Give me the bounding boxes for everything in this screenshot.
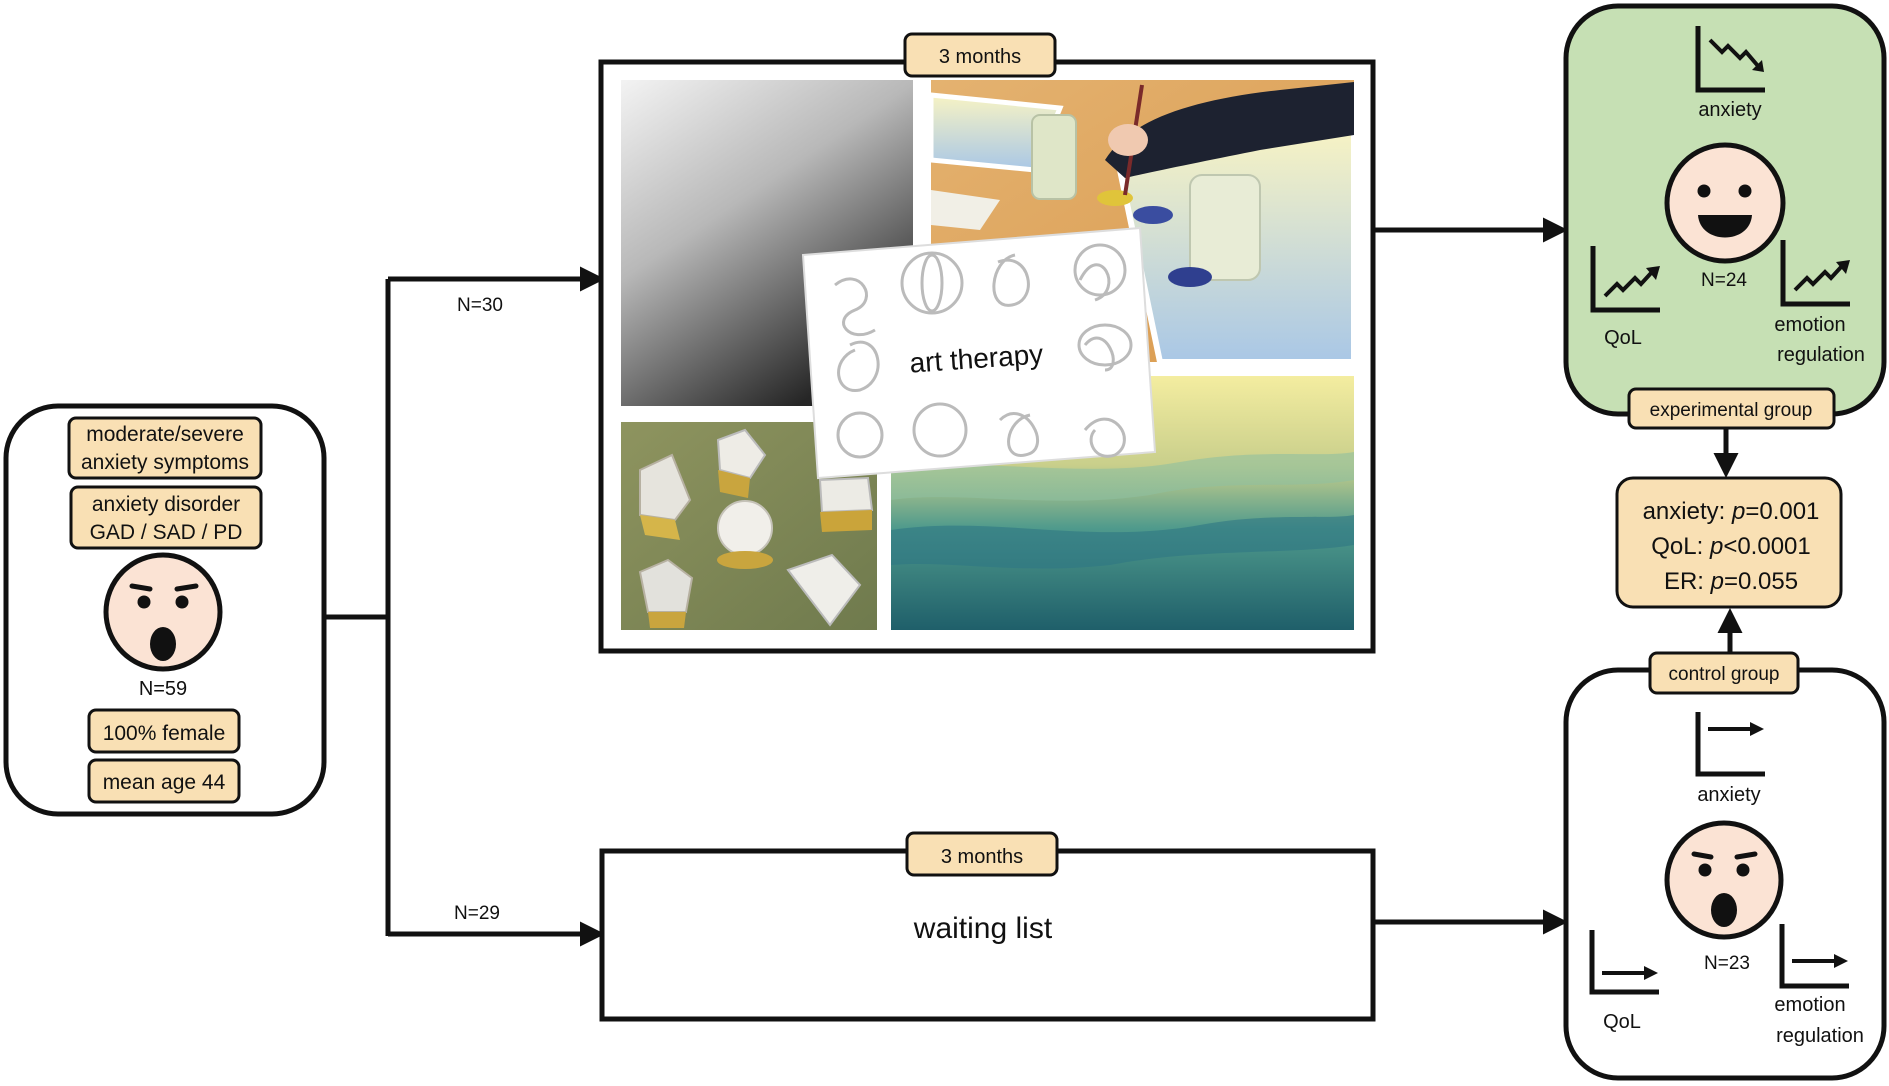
art-therapy-box: art therapy 3 months (598, 32, 1376, 654)
participants-n: N=59 (139, 678, 187, 700)
waiting-list-duration-tag (905, 831, 1059, 877)
anxiety-decrease-chart-icon (1695, 26, 1765, 93)
qol-flat-chart-icon (1589, 930, 1659, 995)
sex-tag (87, 708, 241, 754)
ctrl-anxiety-label: anxiety (1697, 784, 1760, 806)
result-qol: QoL: p<0.0001 (1651, 533, 1810, 560)
diagnosis-tag (69, 485, 263, 550)
waiting-list-label: waiting list (913, 912, 1053, 945)
experimental-group-tag (1627, 387, 1836, 430)
ctrl-emotion-line-2: regulation (1776, 1025, 1864, 1047)
criteria-line-2: anxiety symptoms (81, 451, 249, 474)
ctrl-emotion-line-1: emotion (1774, 994, 1845, 1016)
criteria-line-1: moderate/severe (86, 423, 244, 446)
exp-n: N=24 (1701, 270, 1747, 291)
result-er: ER: p=0.055 (1664, 568, 1798, 595)
knot-patterns-card: art therapy (801, 226, 1157, 480)
qol-increase-chart-icon (1590, 246, 1660, 313)
experimental-group-box: anxiety N=24 QoL emotion regulation expe… (1563, 3, 1887, 430)
ctrl-n: N=23 (1704, 953, 1750, 974)
emotion-regulation-increase-chart-icon (1780, 240, 1850, 307)
happy-face-icon (1664, 142, 1786, 264)
ctrl-qol-label: QoL (1603, 1011, 1641, 1033)
worried-face-icon (1664, 820, 1784, 940)
watercolor-painting-photo (928, 80, 1357, 365)
worried-face-icon (103, 552, 223, 672)
anxiety-flat-chart-icon (1695, 712, 1765, 777)
control-group-label: control group (1669, 664, 1780, 685)
art-therapy-duration-tag (903, 32, 1057, 78)
exp-qol-label: QoL (1604, 327, 1642, 349)
experimental-group-label: experimental group (1650, 400, 1813, 421)
diagnosis-line-2: GAD / SAD / PD (90, 521, 243, 544)
art-therapy-duration: 3 months (939, 46, 1021, 68)
diagnosis-line-1: anxiety disorder (92, 493, 240, 516)
connectors (325, 217, 1743, 947)
branch-bottom-n: N=29 (454, 903, 500, 924)
criteria-tag (67, 416, 263, 480)
results-frame (1615, 476, 1843, 609)
emotion-regulation-flat-chart-icon (1779, 924, 1849, 989)
result-anxiety: anxiety: p=0.001 (1643, 498, 1820, 525)
waiting-list-frame (599, 848, 1376, 1022)
control-group-tag (1648, 651, 1800, 695)
control-group-box: control group anxiety N=23 QoL emot (1563, 651, 1887, 1081)
age-tag (87, 758, 241, 804)
waiting-list-box: 3 months waiting list (599, 831, 1376, 1022)
age-label: mean age 44 (103, 771, 226, 794)
participants-box: moderate/severe anxiety symptoms anxiety… (3, 403, 327, 817)
waiting-list-duration: 3 months (941, 846, 1023, 868)
exp-anxiety-label: anxiety (1698, 99, 1761, 121)
branch-top-n: N=30 (457, 295, 503, 316)
results-box: anxiety: p=0.001 QoL: p<0.0001 ER: p=0.0… (1615, 476, 1843, 609)
exp-emotion-line-1: emotion (1774, 314, 1845, 336)
sex-label: 100% female (103, 722, 226, 745)
exp-emotion-line-2: regulation (1777, 344, 1865, 366)
